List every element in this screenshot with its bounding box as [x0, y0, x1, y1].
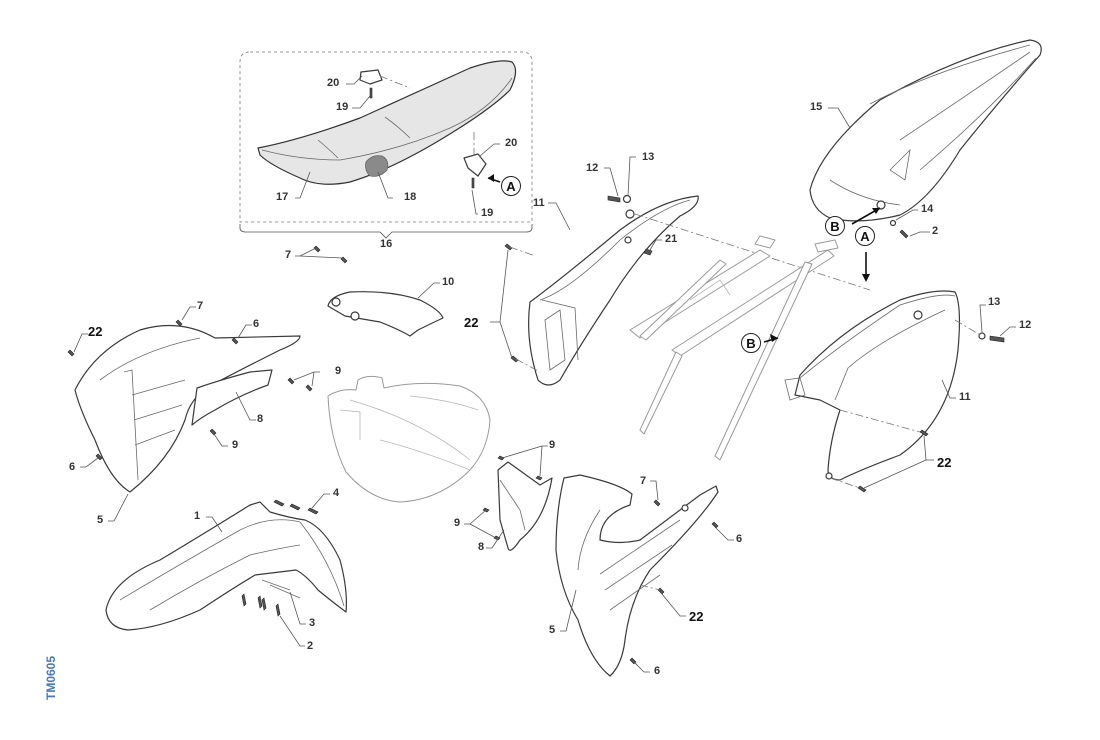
- callout-9-spoiler-bottom: 9: [232, 439, 239, 451]
- callout-9-right-top: 9: [549, 439, 556, 451]
- callout-2-front: 2: [307, 640, 314, 652]
- callout-9-right-bottom: 9: [454, 517, 461, 529]
- callout-11-right: 11: [959, 391, 971, 403]
- spoiler-inner-right: [497, 461, 553, 551]
- callout-8-right: 8: [478, 541, 485, 553]
- callout-7-right: 7: [640, 475, 647, 487]
- callout-13-left: 13: [642, 151, 655, 163]
- reference-marker-a-seat: A: [501, 176, 521, 196]
- callout-6-shroud-top: 6: [253, 318, 260, 330]
- callout-22-right-shroud: 22: [689, 609, 704, 624]
- callout-19-rear: 19: [481, 207, 494, 219]
- front-fender: [105, 501, 347, 631]
- side-panel-left: [528, 195, 699, 386]
- callout-3: 3: [309, 617, 316, 629]
- callout-14: 14: [921, 203, 934, 215]
- callout-19-front: 19: [336, 101, 349, 113]
- radiator-shroud-left: [74, 324, 301, 493]
- fuel-tank-group: [327, 375, 491, 503]
- reference-marker-b-fender: B: [825, 216, 845, 236]
- callout-5-right: 5: [549, 624, 556, 636]
- callout-7-shroud: 7: [197, 300, 204, 312]
- callout-22-right-panel: 22: [937, 455, 952, 470]
- callout-10: 10: [442, 276, 455, 288]
- side-panel-right-group: [784, 290, 1016, 493]
- callout-6-right-bottom: 6: [654, 665, 661, 677]
- drawing-code: TM0605: [44, 655, 58, 700]
- callout-12-left: 12: [586, 162, 599, 174]
- callout-8-left: 8: [257, 413, 264, 425]
- side-panel-right: [794, 290, 961, 481]
- reference-marker-b-frame: B: [741, 333, 761, 353]
- callout-2-fender: 2: [932, 225, 939, 237]
- callout-18: 18: [404, 191, 417, 203]
- tank-cover: [327, 291, 444, 337]
- reference-marker-a-panel: A: [855, 226, 875, 246]
- callout-17: 17: [276, 191, 289, 203]
- side-panel-left-group: [490, 156, 871, 386]
- radiator-shroud-left-group: [67, 306, 320, 522]
- callout-12-right: 12: [1019, 319, 1032, 331]
- seat-patch: [365, 155, 389, 177]
- rear-fender-group: [809, 39, 1042, 239]
- seat-cover: [257, 60, 517, 185]
- seat-assembly-group: [239, 51, 533, 239]
- callout-20-front: 20: [327, 77, 340, 89]
- radiator-shroud-right-group: [464, 445, 734, 677]
- callout-6-right-top: 6: [736, 533, 743, 545]
- rear-fender: [809, 39, 1042, 222]
- callout-1: 1: [194, 510, 201, 522]
- fuel-tank: [327, 375, 491, 503]
- callout-22-left-panel: 22: [464, 315, 479, 330]
- callout-21: 21: [665, 233, 678, 245]
- callout-5-left: 5: [97, 514, 104, 526]
- callout-15: 15: [810, 101, 823, 113]
- tank-cover-group: [295, 245, 444, 337]
- callout-4: 4: [333, 487, 340, 499]
- seat-bracket-rear: [463, 153, 487, 177]
- front-fender-group: [105, 493, 347, 647]
- subframe-group: [629, 235, 870, 461]
- callout-11-left: 11: [533, 197, 545, 209]
- callout-16: 16: [380, 238, 393, 250]
- callout-9-spoiler-top: 9: [335, 365, 342, 377]
- radiator-shroud-right: [555, 474, 719, 677]
- callout-20-rear: 20: [505, 137, 518, 149]
- callout-22-shroud: 22: [88, 324, 103, 339]
- seat-bracket-front: [359, 69, 383, 85]
- callout-7-tank: 7: [285, 249, 292, 261]
- callout-6-shroud-bottom: 6: [69, 461, 76, 473]
- spoiler-inner-left: [191, 369, 273, 426]
- callout-13-right: 13: [988, 296, 1001, 308]
